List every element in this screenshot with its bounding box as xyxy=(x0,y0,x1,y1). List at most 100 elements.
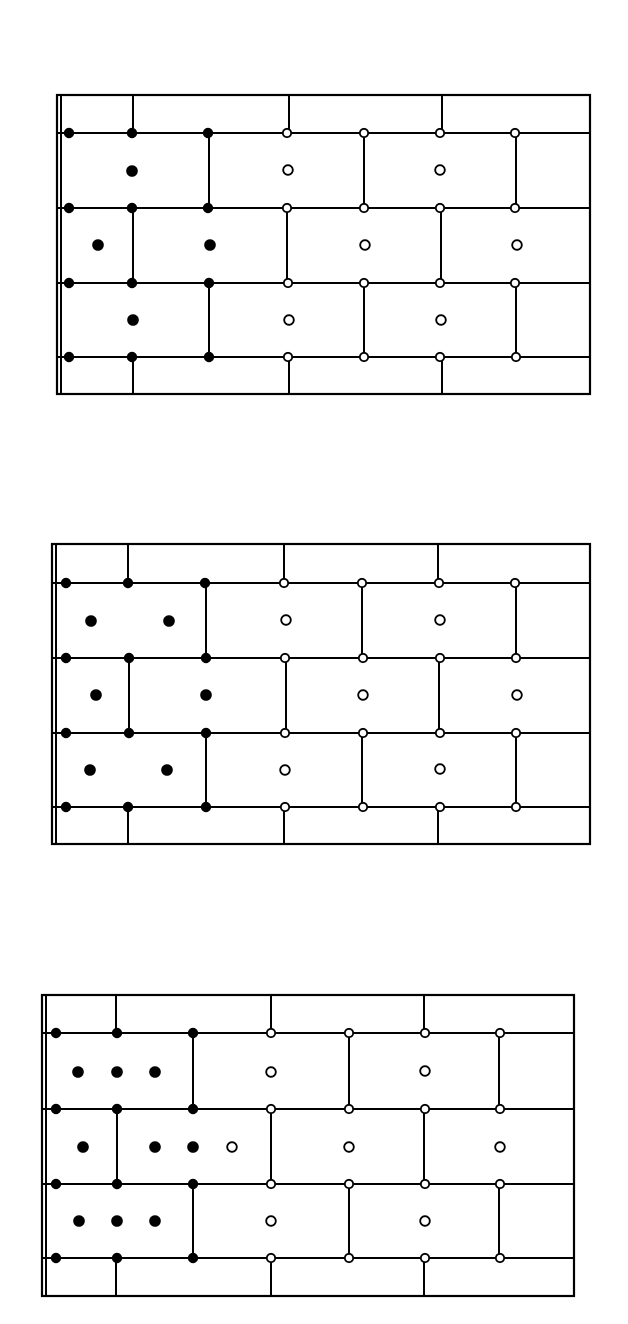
filled-centre-marker xyxy=(204,239,216,251)
bond-panel-1 xyxy=(55,93,592,396)
open-centre-marker xyxy=(279,764,291,776)
open-joint-marker xyxy=(265,1178,277,1190)
filled-centre-marker xyxy=(77,1141,89,1153)
open-centre-marker xyxy=(419,1065,431,1077)
filled-joint-marker xyxy=(63,202,75,214)
open-joint-marker xyxy=(434,652,446,664)
open-joint-marker xyxy=(419,1252,431,1264)
open-joint-marker xyxy=(509,277,521,289)
filled-joint-marker xyxy=(50,1252,62,1264)
filled-joint-marker xyxy=(111,1252,123,1264)
open-joint-marker xyxy=(265,1103,277,1115)
wall-outline xyxy=(40,993,576,1298)
open-centre-marker xyxy=(511,689,523,701)
open-joint-marker xyxy=(358,127,370,139)
open-centre-marker xyxy=(434,164,446,176)
filled-joint-marker xyxy=(111,1103,123,1115)
open-joint-marker xyxy=(434,127,446,139)
open-joint-marker xyxy=(510,351,522,363)
filled-joint-marker xyxy=(63,351,75,363)
open-joint-marker xyxy=(357,801,369,813)
filled-joint-marker xyxy=(187,1178,199,1190)
open-joint-marker xyxy=(510,652,522,664)
filled-joint-marker xyxy=(50,1027,62,1039)
open-centre-marker xyxy=(280,614,292,626)
filled-centre-marker xyxy=(90,689,102,701)
open-joint-marker xyxy=(357,652,369,664)
filled-centre-marker xyxy=(149,1215,161,1227)
filled-centre-marker xyxy=(84,764,96,776)
open-joint-marker xyxy=(278,577,290,589)
open-centre-marker xyxy=(357,689,369,701)
open-centre-marker xyxy=(343,1141,355,1153)
open-joint-marker xyxy=(434,202,446,214)
open-joint-marker xyxy=(279,727,291,739)
open-joint-marker xyxy=(509,577,521,589)
filled-centre-marker xyxy=(161,764,173,776)
open-joint-marker xyxy=(494,1103,506,1115)
open-centre-marker xyxy=(511,239,523,251)
filled-joint-marker xyxy=(126,351,138,363)
open-joint-marker xyxy=(265,1027,277,1039)
open-centre-marker xyxy=(265,1215,277,1227)
filled-joint-marker xyxy=(60,727,72,739)
open-joint-marker xyxy=(343,1178,355,1190)
filled-centre-marker xyxy=(200,689,212,701)
filled-centre-marker xyxy=(163,615,175,627)
filled-centre-marker xyxy=(73,1215,85,1227)
open-joint-marker xyxy=(358,351,370,363)
open-centre-marker xyxy=(434,614,446,626)
open-centre-marker xyxy=(226,1141,238,1153)
filled-centre-marker xyxy=(85,615,97,627)
filled-joint-marker xyxy=(60,801,72,813)
filled-centre-marker xyxy=(72,1066,84,1078)
open-joint-marker xyxy=(343,1027,355,1039)
filled-joint-marker xyxy=(123,652,135,664)
bond-panel-2 xyxy=(50,542,592,846)
open-centre-marker xyxy=(265,1066,277,1078)
open-joint-marker xyxy=(358,202,370,214)
open-joint-marker xyxy=(419,1178,431,1190)
open-centre-marker xyxy=(359,239,371,251)
filled-joint-marker xyxy=(200,801,212,813)
filled-centre-marker xyxy=(111,1215,123,1227)
open-joint-marker xyxy=(433,577,445,589)
filled-joint-marker xyxy=(199,577,211,589)
open-joint-marker xyxy=(509,127,521,139)
filled-joint-marker xyxy=(187,1252,199,1264)
open-joint-marker xyxy=(281,202,293,214)
filled-centre-marker xyxy=(187,1141,199,1153)
filled-joint-marker xyxy=(202,202,214,214)
open-joint-marker xyxy=(434,801,446,813)
open-centre-marker xyxy=(282,164,294,176)
filled-joint-marker xyxy=(63,277,75,289)
open-joint-marker xyxy=(494,1027,506,1039)
open-centre-marker xyxy=(419,1215,431,1227)
filled-joint-marker xyxy=(126,127,138,139)
bond-panel-3 xyxy=(40,993,576,1298)
open-centre-marker xyxy=(435,314,447,326)
open-joint-marker xyxy=(434,277,446,289)
open-joint-marker xyxy=(282,277,294,289)
open-joint-marker xyxy=(434,351,446,363)
open-joint-marker xyxy=(510,727,522,739)
filled-joint-marker xyxy=(60,577,72,589)
filled-joint-marker xyxy=(187,1027,199,1039)
wall-outline xyxy=(50,542,592,846)
filled-joint-marker xyxy=(50,1178,62,1190)
open-centre-marker xyxy=(283,314,295,326)
filled-joint-marker xyxy=(200,652,212,664)
open-joint-marker xyxy=(265,1252,277,1264)
filled-centre-marker xyxy=(149,1066,161,1078)
wall-outline xyxy=(55,93,592,396)
open-joint-marker xyxy=(419,1103,431,1115)
open-joint-marker xyxy=(510,801,522,813)
filled-centre-marker xyxy=(111,1066,123,1078)
open-joint-marker xyxy=(494,1252,506,1264)
filled-joint-marker xyxy=(200,727,212,739)
open-joint-marker xyxy=(343,1103,355,1115)
filled-joint-marker xyxy=(63,127,75,139)
open-joint-marker xyxy=(356,577,368,589)
filled-joint-marker xyxy=(123,727,135,739)
